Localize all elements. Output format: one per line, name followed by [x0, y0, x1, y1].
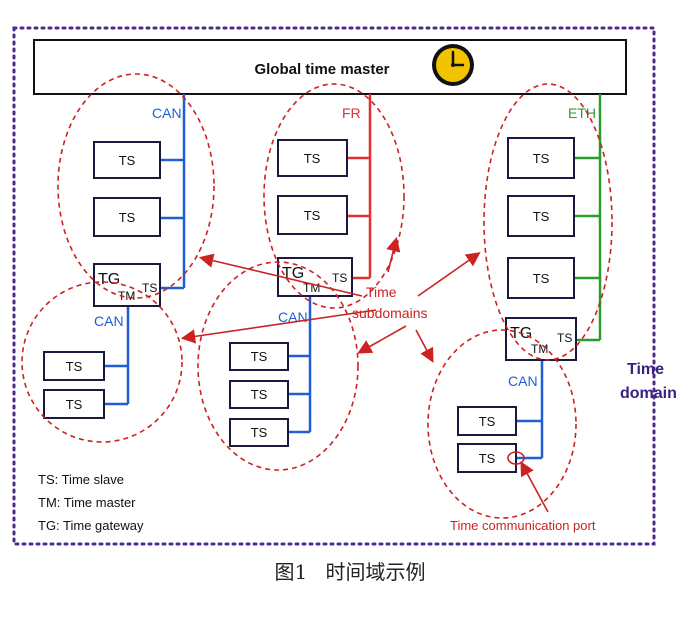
ts-node	[93, 141, 161, 179]
arrow	[357, 325, 407, 354]
legend-item: TS: Time slave	[38, 472, 124, 487]
ts-node-label: TS	[66, 359, 83, 374]
tm-label: TM	[118, 289, 135, 303]
time-domain-label-line2: domain	[620, 385, 677, 402]
tg-gateway-node	[93, 263, 161, 307]
arrow	[520, 461, 549, 513]
ts-node	[229, 418, 289, 447]
subdomains-label-line1: Time	[366, 284, 397, 300]
ts-node-label: TS	[479, 451, 496, 466]
subdomain-ellipse	[57, 73, 215, 299]
communication-port-marker	[507, 451, 525, 465]
tg-gateway-node	[277, 257, 353, 297]
arrow	[417, 252, 481, 297]
fr-label: FR	[342, 105, 361, 121]
ts-node-label: TS	[479, 414, 496, 429]
clock-icon	[432, 44, 474, 86]
comm-port-label: Time communication port	[450, 518, 596, 533]
subdomains-label-line2: subdomains	[352, 305, 428, 321]
ts-node	[457, 406, 517, 436]
figure-caption: 图1 时间域示例	[0, 556, 700, 585]
global-time-master-box	[33, 39, 627, 95]
eth-bus	[574, 94, 602, 342]
subdomain-ellipse	[427, 329, 577, 519]
ts-node	[43, 351, 105, 381]
tg-label: TG	[98, 271, 120, 288]
ts-node-label: TS	[251, 425, 268, 440]
can-right-bus	[516, 358, 544, 460]
ts-node-label: TS	[251, 349, 268, 364]
eth-label: ETH	[568, 105, 596, 121]
ts-node	[457, 443, 517, 473]
ts-node-label: TS	[304, 151, 321, 166]
time-domain-border	[12, 26, 656, 546]
subdomain-ellipse	[263, 83, 405, 309]
subdomain-arrows	[180, 236, 549, 513]
ts-node-label: TS	[533, 271, 550, 286]
can-mid-bus	[288, 296, 312, 434]
arrow	[415, 329, 434, 363]
ts-node	[277, 195, 348, 235]
tg-ts-label: TS	[557, 331, 572, 345]
legend: TS: Time slave TM: Time master TG: Time …	[38, 472, 144, 533]
ts-node-label: TS	[66, 397, 83, 412]
ts-node-label: TS	[304, 208, 321, 223]
subdomain-ellipse	[21, 281, 183, 443]
legend-item: TM: Time master	[38, 495, 136, 510]
ts-node-label: TS	[119, 210, 136, 225]
can-left-bus	[104, 306, 130, 406]
ts-node-label: TS	[119, 153, 136, 168]
ts-node	[229, 380, 289, 409]
figure-title: 时间域示例	[325, 560, 426, 584]
time-domain-label-line1: Time	[627, 361, 664, 378]
ts-node-label: TS	[533, 209, 550, 224]
legend-item: TG: Time gateway	[38, 518, 144, 533]
can-right-label: CAN	[508, 373, 538, 389]
time-subdomains	[21, 73, 613, 519]
ts-node	[277, 139, 348, 177]
ts-node	[507, 257, 575, 299]
global-time-master-label: Global time master	[254, 61, 389, 78]
can-top-bus	[160, 94, 186, 290]
ts-node-label: TS	[251, 387, 268, 402]
ts-node	[93, 197, 161, 237]
arrow	[386, 236, 401, 273]
can-left-label: CAN	[94, 313, 124, 329]
ts-node	[229, 342, 289, 371]
ts-node	[43, 389, 105, 419]
fr-bus	[347, 94, 372, 280]
ts-node	[507, 137, 575, 179]
tg-gateway-node	[505, 317, 577, 361]
figure-number: 图1	[274, 560, 308, 584]
subdomain-ellipse	[483, 83, 613, 361]
time-domain-diagram: Global time master CAN FR ETH CAN	[12, 26, 677, 546]
ts-node	[507, 195, 575, 237]
subdomain-ellipse	[197, 261, 359, 471]
tg-ts-label: TS	[142, 281, 157, 295]
can-top-label: CAN	[152, 105, 182, 121]
arrow	[198, 253, 363, 297]
tm-label: TM	[531, 342, 548, 356]
ts-node-label: TS	[533, 151, 550, 166]
arrow	[180, 309, 377, 344]
tg-ts-label: TS	[332, 271, 347, 285]
